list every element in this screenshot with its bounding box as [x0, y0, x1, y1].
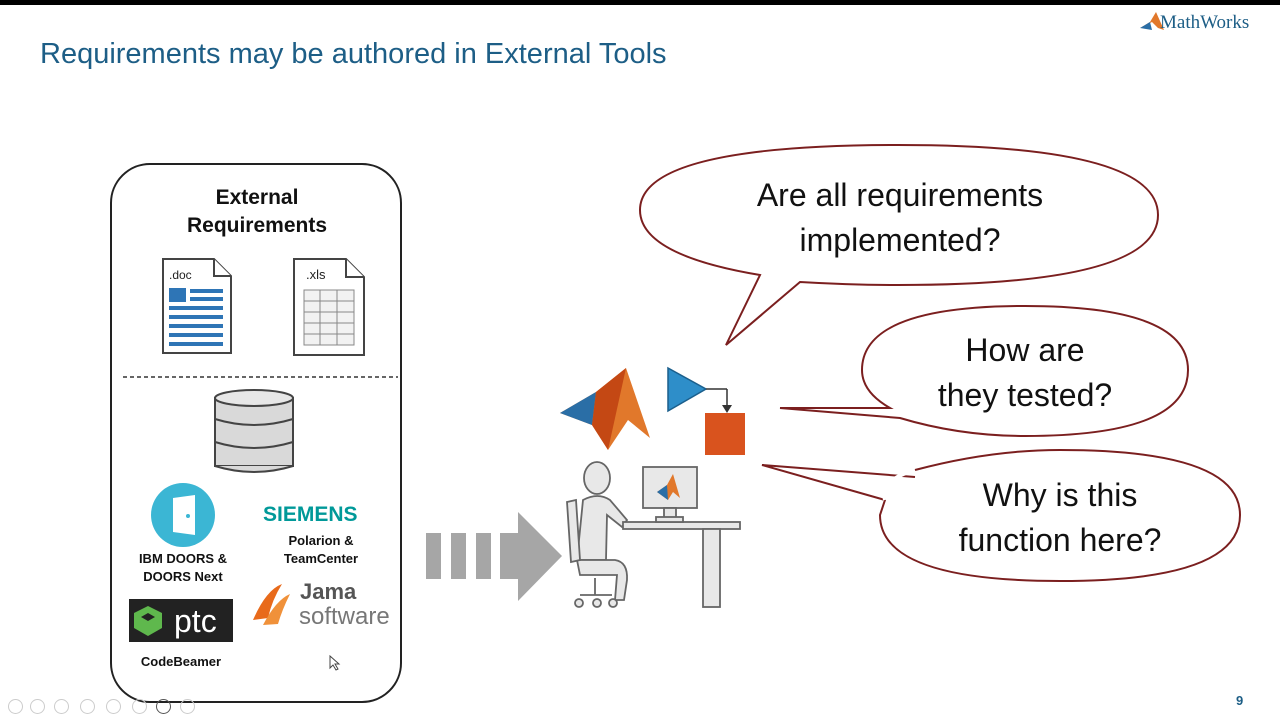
subtitles-button[interactable] — [132, 699, 147, 714]
siemens-line2: TeamCenter — [283, 551, 359, 566]
database-icon — [214, 389, 294, 473]
top-bar — [0, 0, 1280, 5]
matlab-logo-icon — [560, 368, 650, 450]
ibm-doors-label: IBM DOORS & DOORS Next — [128, 550, 238, 586]
camera-button[interactable] — [156, 699, 171, 714]
bubble-1-line1: Are all requirements — [756, 177, 1044, 213]
jama-logo-icon — [253, 584, 290, 625]
page-number: 9 — [1236, 693, 1244, 708]
siemens-tools-label: Polarion & TeamCenter — [262, 532, 380, 568]
title-line-1: External — [215, 186, 299, 209]
right-arrow-icon — [426, 512, 562, 601]
monitor-matlab-icon — [657, 474, 680, 500]
mathworks-logo-text: MathWorks — [1160, 12, 1250, 33]
slides-overview-button[interactable] — [80, 699, 95, 714]
ptc-logo — [129, 599, 233, 642]
doc-label: .doc — [169, 268, 192, 282]
pen-tool-button[interactable] — [54, 699, 69, 714]
bubble-3-line2: function here? — [958, 522, 1162, 558]
siemens-line1: Polarion & — [288, 533, 354, 548]
title-line-2: Requirements — [186, 214, 328, 237]
bubble-2-line2: they tested? — [937, 377, 1113, 413]
slide-title: Requirements may be authored in External… — [40, 38, 667, 70]
next-slide-button[interactable] — [30, 699, 45, 714]
mouse-cursor-icon — [329, 654, 341, 671]
external-requirements-title: External Requirements — [110, 184, 404, 240]
ibm-doors-line2: DOORS Next — [143, 569, 223, 584]
bubble-3-text: Why is this function here? — [930, 473, 1190, 563]
xls-file-icon — [293, 258, 365, 356]
codebeamer-label: CodeBeamer — [140, 654, 222, 669]
jama-software-text: software — [299, 603, 390, 630]
bubble-1-line2: implemented? — [799, 222, 1001, 258]
more-options-button[interactable] — [180, 699, 195, 714]
xls-label: .xls — [306, 267, 326, 282]
simulink-block-icon — [667, 366, 745, 455]
siemens-logo-text: SIEMENS — [263, 503, 358, 526]
zoom-button[interactable] — [106, 699, 121, 714]
bubble-2-line1: How are — [965, 332, 1085, 368]
engineer-at-desk-icon — [566, 461, 741, 608]
ptc-logo-text: ptc — [174, 603, 217, 639]
ibm-doors-line1: IBM DOORS & — [138, 551, 228, 566]
speech-bubble-1 — [638, 143, 1160, 346]
speech-bubble-3 — [761, 448, 1242, 583]
external-requirements-panel — [110, 163, 402, 703]
speech-bubble-2 — [779, 304, 1190, 438]
jama-logo-text: Jama — [300, 579, 357, 604]
bubble-1-text: Are all requirements implemented? — [700, 173, 1100, 263]
bubble-3-line1: Why is this — [982, 477, 1138, 513]
ibm-doors-icon — [151, 483, 215, 547]
bubble-2-text: How are they tested? — [900, 328, 1150, 418]
previous-slide-button[interactable] — [8, 699, 23, 714]
doc-file-icon — [162, 258, 232, 354]
